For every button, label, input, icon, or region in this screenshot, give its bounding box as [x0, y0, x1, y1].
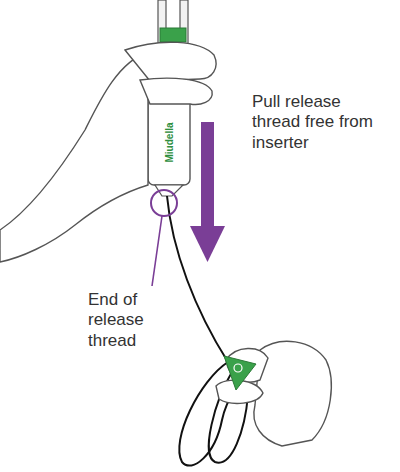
- glove: [0, 52, 148, 262]
- callout-circle: [151, 190, 177, 216]
- instruction-label: Pull release thread free from inserter: [252, 92, 374, 153]
- release-thread: [167, 196, 228, 362]
- pull-arrow: [201, 122, 214, 228]
- finger: [140, 78, 212, 104]
- thread-tag: [224, 356, 256, 390]
- callout-label: End of release thread: [88, 290, 160, 351]
- brand-label: Miudella: [163, 122, 174, 162]
- slider: [160, 28, 186, 42]
- tag-mark: [234, 364, 242, 372]
- finger: [125, 42, 216, 81]
- leader-line: [152, 216, 162, 286]
- pull-arrow: [190, 226, 225, 262]
